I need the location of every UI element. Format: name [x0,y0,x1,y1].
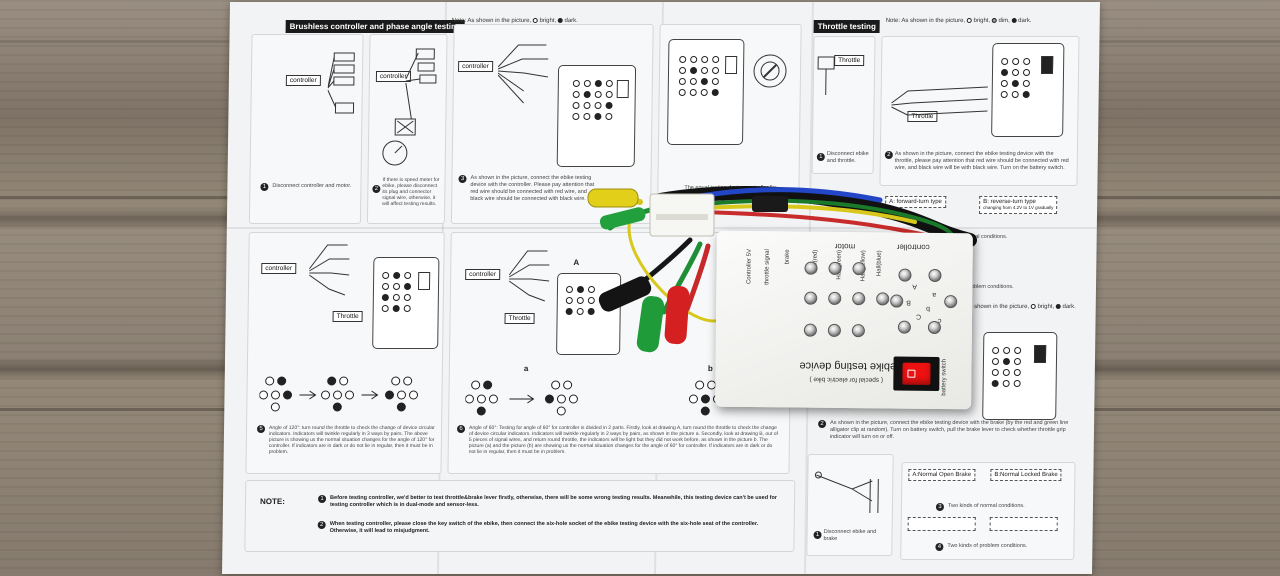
phase-letter: B [906,298,911,306]
throttle-wire-diagram [891,86,988,116]
wire-harness-diagram [497,44,549,104]
step-panel-2: controller 2 If there is speed meter for… [366,34,448,224]
wire-harness-diagram [308,244,350,296]
green-clip [599,207,646,230]
black-clip [598,276,652,312]
step-panel-6: controller Throttle A a b 6 Angle of 60°… [447,232,793,474]
phase-letter: b [926,304,931,312]
tester-col-label: Hall(blue) [876,250,883,277]
phase-led [897,320,911,334]
step-panel-4: The equal testing device controller 5v [657,24,802,206]
green-clip [636,296,665,353]
tester-title: ebike testing device [799,359,897,373]
tester-col-label: Controller 5V [746,248,753,285]
phase-letter: C [916,312,922,320]
step-panel-3: controller 3 As shown in the picture, co… [450,24,654,224]
indicator-led [828,261,842,275]
tester-subtitle: ( special for electric bike ) [809,375,884,384]
wire-diagram [327,52,355,114]
power-switch-icon [902,362,931,385]
tester-col-label: throttle signal [764,249,771,285]
throttle-grip-icon [817,56,835,95]
phase-led [890,294,904,308]
indicator-led [827,323,841,337]
tester-label-controller: controller [896,242,930,252]
indicator-led [828,291,842,305]
wire-harness-diagram [508,250,550,302]
ebike-testing-device: controller motor Hall(red) Hall(green) H… [715,230,973,410]
phase-led [928,268,942,283]
yellow-clip [587,188,639,208]
indicator-led [803,323,817,337]
key-switch-icon [753,54,787,88]
indicator-led [876,292,890,306]
battery-switch[interactable] [893,356,940,392]
indicator-led [851,324,865,338]
throttle-step-panel-1: Throttle 1 Disconnect ebike and throttle… [811,36,876,174]
phase-letter: c [937,316,942,325]
brake-step-panel-1: 1 Disconnect ebike and brake [806,454,894,556]
step-panel-1: controller 1 Disconnect controller and m… [248,34,364,224]
phase-led [898,268,912,282]
indicator-led [804,291,818,305]
speed-meter-diagram [382,48,437,166]
battery-switch-label: battery switch [941,359,948,396]
indicator-sequence-120 [259,376,419,412]
alligator-clips [587,188,788,353]
phase-letter: A [912,282,918,290]
brake-lever-icon [814,471,879,513]
phase-letter: a [932,290,937,298]
indicator-sequence-60 [465,380,722,416]
indicator-led [804,261,818,275]
tester-col-label: brake [784,249,791,265]
red-clip [664,285,690,345]
step-panel-5: controller Throttle 5 Angle of 120°: [245,232,445,474]
indicator-led [852,292,866,306]
instruction-sheet: Brushless controller and phase angle tes… [222,2,1100,574]
indicator-led [852,262,866,276]
throttle-step-panel-2: Throttle 2 As shown in the picture, conn… [879,36,1080,186]
phase-led [944,295,958,309]
